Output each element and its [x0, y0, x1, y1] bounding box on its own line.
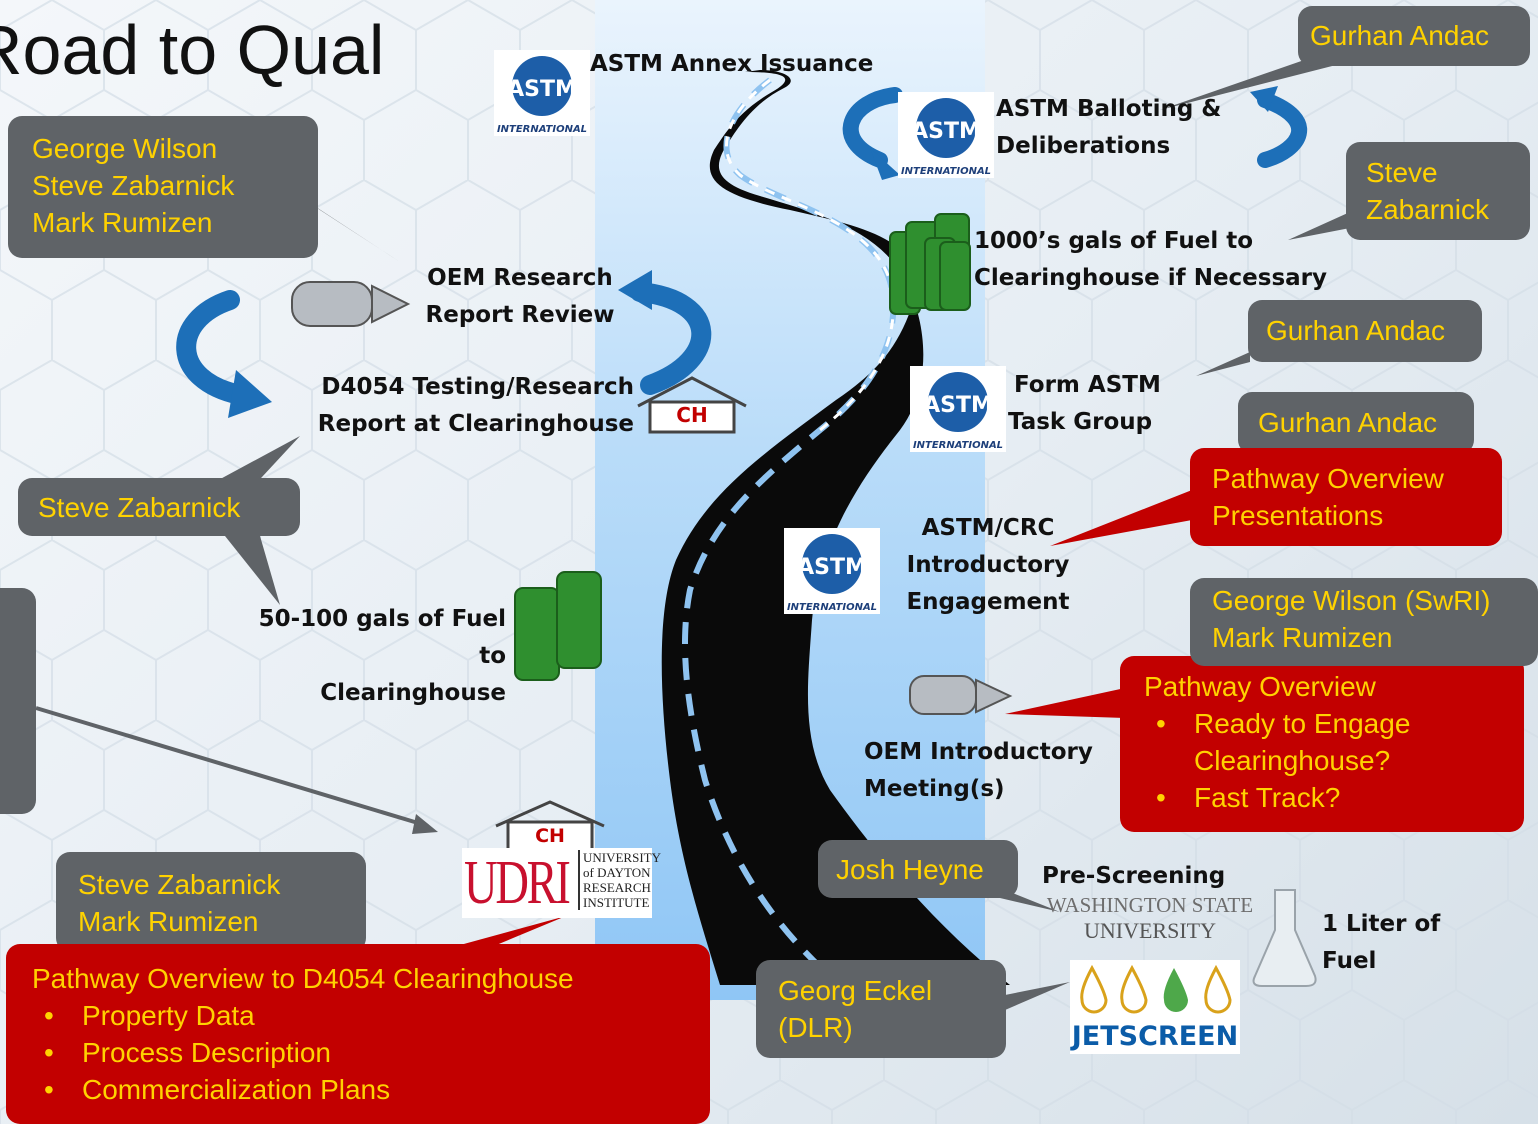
svg-text:CH: CH: [676, 403, 707, 427]
svg-text:ASTM: ASTM: [923, 393, 993, 418]
bullet-item: Commercialization Plans: [32, 1071, 700, 1108]
bullet-item: Property Data: [32, 997, 700, 1034]
callout-pathway-presentations: Pathway Overview Presentations: [1190, 448, 1502, 546]
callout-josh-heyne: Josh Heyne: [818, 840, 1018, 898]
droplets-icon: [1080, 964, 1232, 1014]
svg-text:CH: CH: [535, 825, 565, 847]
astm-logo: ASTM INTERNATIONAL: [784, 528, 880, 614]
callout-gurhan-andac: Gurhan Andac: [1238, 392, 1474, 454]
svg-text:ASTM: ASTM: [507, 77, 577, 102]
callout-zabarnick-rumizen: Steve Zabarnick Mark Rumizen: [56, 852, 366, 952]
road-surface: [661, 70, 1010, 985]
step-annex-issuance: ASTM Annex Issuance: [590, 51, 874, 77]
callout-wilson-zabarnick-rumizen: George Wilson Steve Zabarnick Mark Rumiz…: [8, 116, 318, 258]
cycle-arrow-oem: [176, 282, 712, 405]
bullet-item: Ready to Engage Clearinghouse?: [1144, 705, 1514, 779]
callout-pointer: [1005, 982, 1070, 1010]
clearinghouse-house-icon: CH: [637, 376, 747, 434]
wsu-logo: WASHINGTON STATE UNIVERSITY: [1046, 893, 1254, 943]
astm-logo: ASTM INTERNATIONAL: [898, 92, 994, 178]
cycle-arrow-balloting: [842, 87, 1308, 168]
bullet-item: Fast Track?: [1144, 779, 1514, 816]
fuel-barrels-50: [514, 571, 602, 681]
jetscreen-logo: JETSCREEN: [1070, 960, 1240, 1054]
callout-gurhan-andac: Gurhan Andac: [1298, 6, 1530, 66]
svg-text:INTERNATIONAL: INTERNATIONAL: [901, 166, 991, 177]
svg-text:INTERNATIONAL: INTERNATIONAL: [913, 440, 1003, 451]
step-astm-balloting: ASTM Balloting &Deliberations: [996, 96, 1222, 159]
astm-logo: ASTM INTERNATIONAL: [910, 366, 1006, 452]
page-title: Road to Qual: [0, 11, 385, 89]
callout-pathway-clearinghouse: Pathway Overview to D4054 Clearinghouse …: [6, 944, 710, 1124]
callout-georg-eckel: Georg Eckel (DLR): [756, 960, 1006, 1058]
svg-text:ASTM: ASTM: [911, 119, 981, 144]
callout-steve-zabarnick: Steve Zabarnick: [1346, 142, 1530, 240]
callout-pointer: [1196, 352, 1250, 376]
svg-text:ASTM: ASTM: [797, 555, 867, 580]
callout-pointer: [200, 436, 300, 490]
flask-icon: [1252, 889, 1317, 987]
callout-pointer: [1000, 888, 1060, 912]
fuel-barrels-1000: [889, 213, 971, 315]
arrowhead: [412, 814, 438, 834]
clearinghouse-house-icon: CH: [495, 800, 605, 852]
callout-offscreen: [0, 588, 36, 814]
callout-pathway-oem: Pathway Overview Ready to Engage Clearin…: [1120, 656, 1524, 832]
bullet-item: Process Description: [32, 1034, 700, 1071]
callout-pointer: [1050, 490, 1192, 546]
step-pre-screening: Pre-Screening: [1042, 863, 1226, 889]
jet-engine-icon: [291, 281, 1013, 715]
svg-text:INTERNATIONAL: INTERNATIONAL: [497, 124, 587, 135]
callout-pointer: [35, 706, 429, 828]
callout-pointer: [1005, 688, 1125, 718]
road-centerline-top: [724, 78, 895, 432]
callout-wilson-swri-rumizen: George Wilson (SwRI) Mark Rumizen: [1190, 578, 1538, 666]
callout-pointer: [1160, 58, 1340, 110]
svg-text:INTERNATIONAL: INTERNATIONAL: [787, 602, 877, 613]
callout-gurhan-andac: Gurhan Andac: [1248, 300, 1482, 362]
callout-steve-zabarnick: Steve Zabarnick: [18, 478, 300, 536]
callout-pointer: [1288, 212, 1350, 240]
astm-logo: ASTM INTERNATIONAL: [494, 50, 590, 136]
udri-logo: UDRI UNIVERSITY of DAYTON RESEARCH INSTI…: [462, 848, 661, 918]
callout-pointer: [225, 536, 280, 605]
